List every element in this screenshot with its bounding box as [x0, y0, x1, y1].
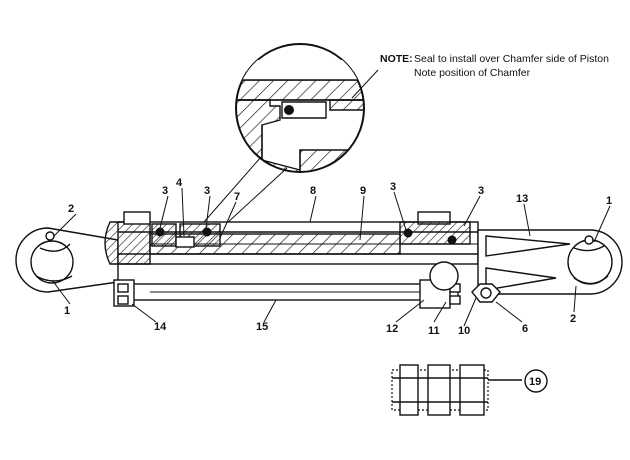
- callout-7: 7: [234, 191, 240, 203]
- callout-19: 19: [529, 376, 541, 388]
- callout-13: 13: [516, 193, 528, 205]
- callout-3-a: 3: [162, 185, 168, 197]
- callout-1-right: 1: [606, 195, 612, 207]
- note-leader-line: [351, 69, 379, 99]
- callout-3-b: 3: [204, 185, 210, 197]
- note-heading: NOTE:: [380, 53, 413, 65]
- callout-2-left: 2: [68, 203, 74, 215]
- callout-8: 8: [310, 185, 316, 197]
- tie-rod: [113, 279, 461, 309]
- callout-2-right: 2: [570, 313, 576, 325]
- left-end-cap: [104, 211, 221, 265]
- grease-fitting-hex: [471, 283, 501, 303]
- callout-1-left: 1: [64, 305, 70, 317]
- seal-kit-19: [391, 364, 548, 416]
- callout-14: 14: [154, 321, 167, 333]
- note-line-2: Note position of Chamfer: [414, 67, 531, 79]
- callout-9: 9: [360, 185, 366, 197]
- callout-11: 11: [428, 325, 440, 337]
- rod-end-bushing: [429, 261, 459, 291]
- note-line-1: Seal to install over Chamfer side of Pis…: [414, 53, 609, 65]
- left-clevis-eye: [15, 227, 119, 293]
- callout-6: 6: [522, 323, 528, 335]
- callout-12: 12: [386, 323, 398, 335]
- callout-15: 15: [256, 321, 268, 333]
- callout-10: 10: [458, 325, 470, 337]
- right-clevis-eye: [477, 229, 623, 295]
- callout-leaders: [51, 187, 611, 327]
- callout-3-d: 3: [478, 185, 484, 197]
- right-end-cap: [399, 211, 471, 245]
- magnified-seal-detail: [235, 43, 365, 173]
- callout-3-c: 3: [390, 181, 396, 193]
- callout-4: 4: [176, 177, 183, 189]
